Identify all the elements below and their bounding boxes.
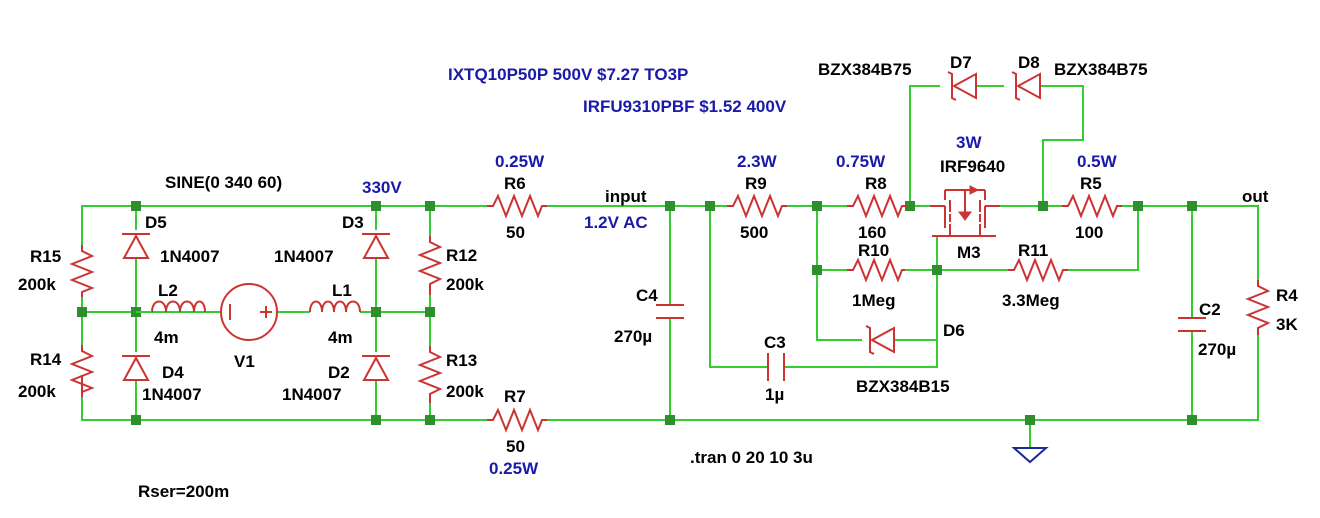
resistor-r14[interactable] [69, 345, 95, 397]
r13-value: 200k [446, 382, 484, 401]
v1-ref: V1 [234, 352, 255, 371]
r5-value: 100 [1075, 223, 1103, 242]
resistor-r8[interactable] [847, 193, 907, 219]
ground-symbol [1011, 447, 1049, 464]
r7-power: 0.25W [489, 459, 539, 478]
resistor-r13[interactable] [417, 346, 443, 403]
d7-model: BZX384B75 [818, 60, 912, 79]
d3-model: 1N4007 [274, 247, 334, 266]
r9-value: 500 [740, 223, 768, 242]
m3-model: IRF9640 [940, 157, 1005, 176]
zener-d7[interactable] [947, 71, 977, 101]
l1-value: 4m [328, 328, 353, 347]
l2-ref: L2 [158, 281, 178, 300]
out-net-label: out [1242, 187, 1269, 206]
r4-value: 3K [1276, 315, 1298, 334]
diode-d5[interactable] [122, 233, 150, 259]
r9-power: 2.3W [737, 152, 778, 171]
mosfet-m3[interactable] [930, 185, 1000, 237]
d2-model: 1N4007 [282, 385, 342, 404]
r15-ref: R15 [30, 247, 61, 266]
r8-ref: R8 [865, 174, 887, 193]
inductor-l1[interactable] [309, 300, 361, 313]
input-net-label: input [605, 187, 647, 206]
r8-power: 0.75W [836, 152, 886, 171]
junction-nodes [77, 201, 1197, 425]
r10-ref: R10 [858, 241, 889, 260]
r4-ref: R4 [1276, 286, 1298, 305]
c2-ref: C2 [1199, 300, 1221, 319]
d3-ref: D3 [342, 213, 364, 232]
v1-source-value: SINE(0 340 60) [165, 173, 282, 192]
r6-value: 50 [506, 223, 525, 242]
r8-value: 160 [858, 223, 886, 242]
diode-d3[interactable] [362, 233, 390, 259]
capacitor-c4[interactable] [656, 304, 684, 319]
zener-d6[interactable] [865, 325, 895, 355]
capacitor-c3[interactable] [767, 353, 785, 381]
r15-value: 200k [18, 275, 56, 294]
resistor-r7[interactable] [487, 407, 547, 433]
r6-power: 0.25W [495, 152, 545, 171]
rail-voltage-label: 330V [362, 178, 402, 197]
r11-ref: R11 [1018, 241, 1048, 260]
r12-ref: R12 [446, 246, 477, 265]
m3-ref: M3 [957, 243, 981, 262]
r7-value: 50 [506, 437, 525, 456]
resistor-r15[interactable] [69, 245, 95, 297]
r7-ref: R7 [504, 387, 526, 406]
c4-value: 270µ [614, 327, 652, 346]
m3-power: 3W [956, 133, 982, 152]
d2-ref: D2 [328, 363, 350, 382]
resistor-r10[interactable] [847, 257, 905, 283]
capacitor-c2[interactable] [1178, 317, 1206, 332]
d4-ref: D4 [162, 363, 184, 382]
l1-ref: L1 [332, 281, 352, 300]
d8-model: BZX384B75 [1054, 60, 1148, 79]
d5-model: 1N4007 [160, 247, 220, 266]
labels: SINE(0 340 60) V1 Rser=200m R15 200k R14… [18, 53, 1298, 501]
resistor-r5[interactable] [1062, 193, 1122, 219]
r14-ref: R14 [30, 350, 62, 369]
r13-ref: R13 [446, 351, 477, 370]
zener-d8[interactable] [1011, 71, 1041, 101]
part-note-1: IXTQ10P50P 500V $7.27 TO3P [448, 65, 688, 84]
resistor-r11[interactable] [1008, 257, 1068, 283]
d6-model: BZX384B15 [856, 377, 950, 396]
c3-value: 1µ [765, 385, 784, 404]
d5-ref: D5 [145, 213, 167, 232]
r5-ref: R5 [1080, 174, 1102, 193]
r12-value: 200k [446, 275, 484, 294]
ripple-label: 1.2V AC [584, 213, 648, 232]
wires [81, 85, 1259, 448]
resistor-r6[interactable] [487, 193, 547, 219]
d8-ref: D8 [1018, 53, 1040, 72]
r6-ref: R6 [504, 174, 526, 193]
c2-value: 270µ [1198, 340, 1236, 359]
r14-value: 200k [18, 382, 56, 401]
d6-ref: D6 [943, 321, 965, 340]
r10-value: 1Meg [852, 291, 895, 310]
voltage-source-v1[interactable] [220, 283, 278, 341]
d4-model: 1N4007 [142, 385, 202, 404]
v1-rser: Rser=200m [138, 482, 229, 501]
r5-power: 0.5W [1077, 152, 1118, 171]
resistor-r4[interactable] [1245, 280, 1271, 335]
d7-ref: D7 [950, 53, 972, 72]
c4-ref: C4 [636, 286, 658, 305]
l2-value: 4m [154, 328, 179, 347]
sim-directive: .tran 0 20 10 3u [690, 448, 813, 467]
resistor-r9[interactable] [727, 193, 787, 219]
c3-ref: C3 [764, 333, 786, 352]
diode-d4[interactable] [122, 355, 150, 381]
r11-value: 3.3Meg [1002, 291, 1060, 310]
r9-ref: R9 [745, 174, 767, 193]
resistor-r12[interactable] [417, 236, 443, 295]
part-note-2: IRFU9310PBF $1.52 400V [583, 97, 787, 116]
inductor-l2[interactable] [151, 300, 206, 313]
diode-d2[interactable] [362, 355, 390, 381]
